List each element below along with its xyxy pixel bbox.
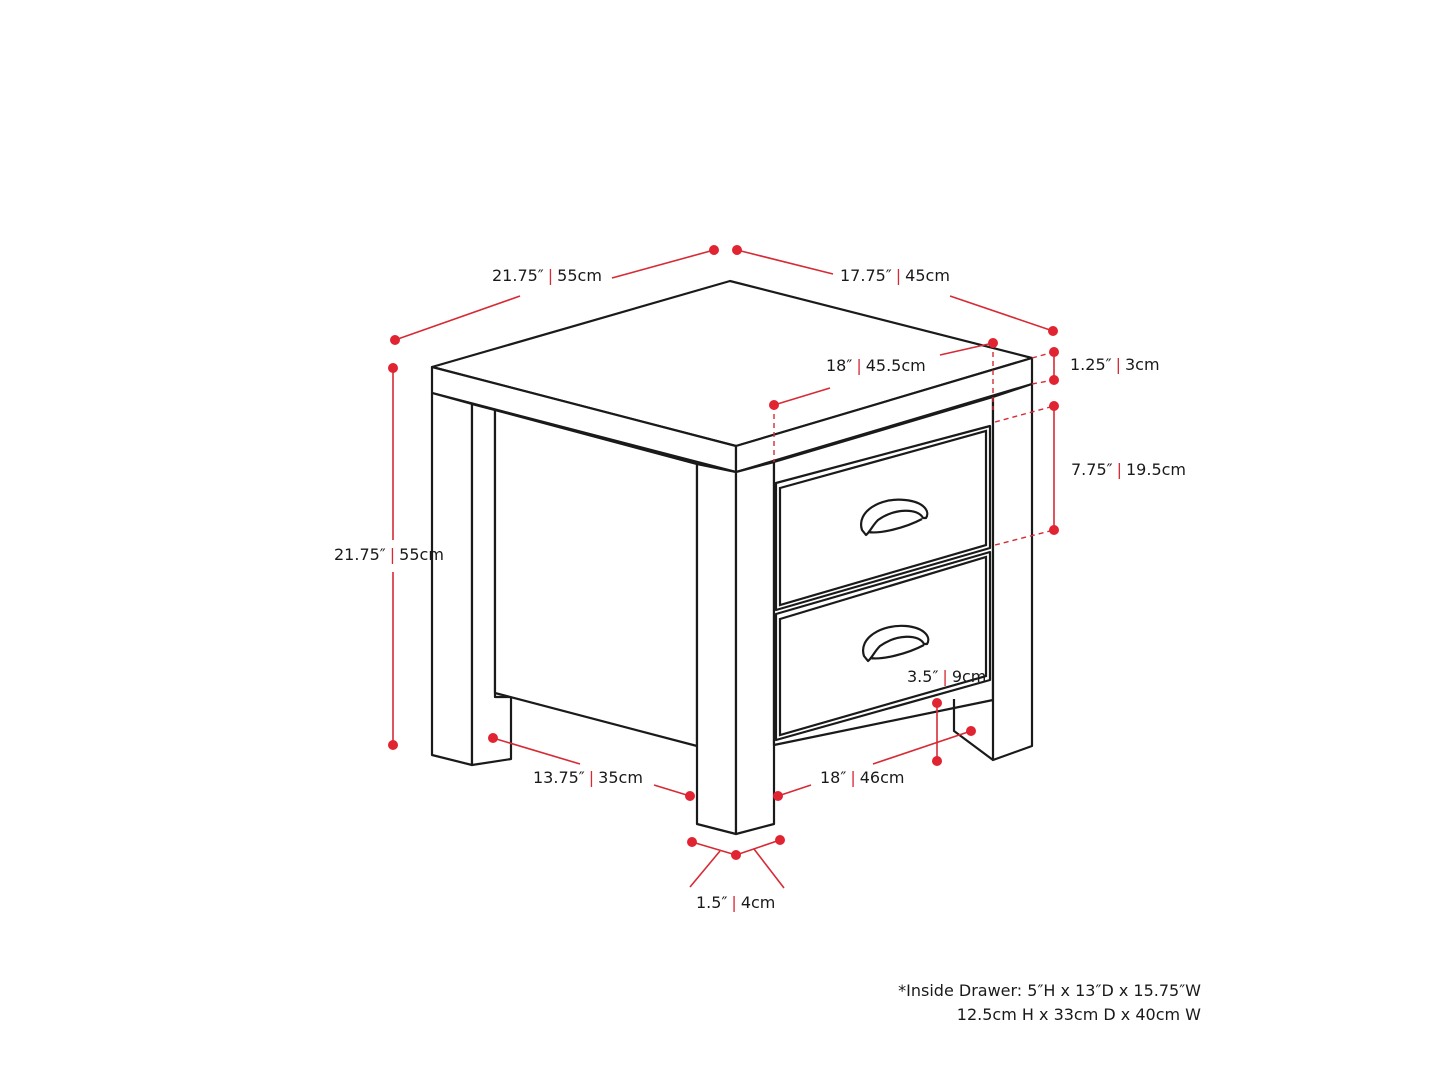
metric-value: 35cm: [598, 768, 643, 787]
inside-drawer-note-line1: *Inside Drawer: 5″H x 13″D x 15.75″W: [898, 981, 1201, 1000]
imperial-value: 7.75″: [1071, 460, 1113, 479]
label-drawer-height: 7.75″|19.5cm: [1071, 462, 1186, 478]
front-right-leg-foot: [952, 699, 994, 761]
label-top-width: 21.75″|55cm: [492, 268, 602, 284]
metric-value: 3cm: [1125, 355, 1160, 374]
dim-side-width: [488, 733, 695, 801]
drawer-bottom: [774, 550, 992, 742]
dim-top-thickness: [1031, 347, 1059, 385]
metric-value: 19.5cm: [1126, 460, 1187, 479]
label-front-width: 18″|46cm: [820, 770, 904, 786]
imperial-value: 21.75″: [492, 266, 544, 285]
separator: |: [942, 667, 948, 686]
dim-top-width: [390, 245, 719, 345]
label-clearance: 3.5″|9cm: [907, 669, 986, 685]
dim-drawer-height: [994, 401, 1059, 546]
imperial-value: 1.5″: [696, 893, 728, 912]
metric-value: 45.5cm: [865, 356, 926, 375]
dim-clearance: [932, 698, 942, 766]
front-leg-right-face: [734, 460, 776, 836]
metric-value: 45cm: [905, 266, 950, 285]
label-leg-width: 1.5″|4cm: [696, 895, 775, 911]
side-panel: [493, 408, 699, 748]
separator: |: [895, 266, 902, 285]
imperial-value: 18″: [820, 768, 847, 787]
separator: |: [731, 893, 737, 912]
metric-value: 9cm: [951, 667, 987, 686]
label-side-width: 13.75″|35cm: [533, 770, 643, 786]
dim-top-depth: [732, 245, 1058, 336]
imperial-value: 3.5″: [907, 667, 939, 686]
separator: |: [856, 356, 862, 375]
metric-value: 55cm: [399, 545, 444, 564]
separator: |: [547, 266, 554, 285]
back-left-leg: [430, 391, 474, 767]
metric-value: 46cm: [859, 768, 905, 787]
separator: |: [850, 768, 856, 787]
metric-value: 4cm: [740, 893, 776, 912]
separator: |: [389, 545, 396, 564]
drawer-bottom-inset: [778, 555, 988, 737]
metric-value: 55cm: [557, 266, 602, 285]
separator: |: [588, 768, 595, 787]
imperial-value: 1.25″: [1070, 355, 1112, 374]
drawer-bottom-handle-icon: [861, 624, 930, 663]
dim-total-height: [388, 363, 398, 750]
drawer-top-inset: [778, 429, 988, 607]
imperial-value: 21.75″: [334, 545, 386, 564]
imperial-value: 18″: [826, 356, 853, 375]
imperial-value: 17.75″: [840, 266, 892, 285]
label-total-height: 21.75″|55cm: [334, 547, 444, 563]
drawer-top-handle-icon: [859, 498, 929, 537]
inside-drawer-note-line2: 12.5cm H x 33cm D x 40cm W: [956, 1005, 1201, 1024]
label-top-depth: 17.75″|45cm: [840, 268, 950, 284]
label-inner-depth: 18″|45.5cm: [826, 358, 926, 374]
dim-inner-depth: [769, 338, 998, 462]
front-right-leg: [991, 382, 1034, 762]
front-leg-left-face: [695, 462, 738, 836]
label-top-thickness: 1.25″|3cm: [1070, 357, 1160, 373]
imperial-value: 13.75″: [533, 768, 585, 787]
separator: |: [1115, 355, 1121, 374]
dim-leg-width: [687, 835, 785, 889]
dim-front-width: [773, 726, 976, 801]
separator: |: [1116, 460, 1122, 479]
